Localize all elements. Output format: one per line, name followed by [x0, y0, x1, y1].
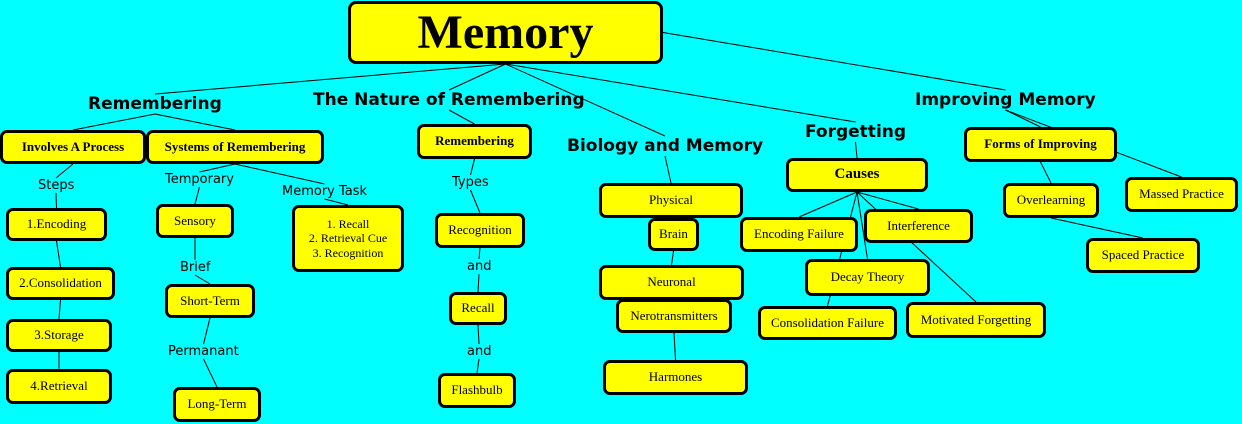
- node-physical[interactable]: Physical: [599, 183, 743, 218]
- label-memory-task: Memory Task: [282, 184, 368, 199]
- connector-line: [798, 191, 858, 218]
- connector-line: [194, 274, 211, 285]
- connector-line: [855, 141, 858, 159]
- label-and: and: [467, 344, 492, 359]
- connector-line: [203, 358, 218, 388]
- node-memory-task-list[interactable]: 1. Recall 2. Retrieval Cue 3. Recognitio…: [292, 205, 404, 272]
- node-decay-theory[interactable]: Decay Theory: [805, 259, 930, 296]
- connector-line: [673, 332, 676, 361]
- connector-line: [671, 250, 674, 266]
- node-short-term[interactable]: Short-Term: [165, 284, 255, 318]
- connector-line: [664, 155, 672, 184]
- connector-line: [856, 191, 919, 210]
- branch-heading-remembering: Remembering: [88, 94, 222, 114]
- connector-line: [477, 273, 480, 293]
- node-neuronal[interactable]: Neuronal: [599, 265, 744, 300]
- node-step-consolidation[interactable]: 2.Consolidation: [6, 267, 115, 300]
- node-nerotransmitters[interactable]: Nerotransmitters: [616, 299, 732, 333]
- connector-line: [470, 189, 481, 214]
- node-causes[interactable]: Causes: [786, 158, 928, 192]
- connector-line: [55, 163, 74, 179]
- connector-line: [476, 358, 480, 374]
- node-forms-of-improving[interactable]: Forms of Improving: [964, 127, 1117, 162]
- connector-line: [1040, 161, 1052, 184]
- connector-line: [1050, 217, 1144, 239]
- node-massed-practice[interactable]: Massed Practice: [1125, 177, 1238, 212]
- node-step-retrieval[interactable]: 4.Retrieval: [6, 369, 112, 404]
- node-motivated-forgetting[interactable]: Motivated Forgetting: [906, 302, 1046, 338]
- node-brain[interactable]: Brain: [648, 218, 699, 251]
- connector-line: [477, 324, 480, 345]
- node-spaced-practice[interactable]: Spaced Practice: [1086, 238, 1200, 273]
- node-consolidation-failure[interactable]: Consolidation Failure: [758, 306, 897, 340]
- connector-line: [324, 198, 349, 206]
- node-harmones[interactable]: Harmones: [603, 360, 748, 395]
- connector-line: [203, 317, 211, 345]
- node-interference[interactable]: Interference: [864, 209, 973, 243]
- connector-line: [505, 63, 666, 137]
- connector-line: [194, 186, 200, 205]
- label-temporary: Temporary: [165, 172, 234, 187]
- node-recall[interactable]: Recall: [449, 292, 507, 325]
- connector-line: [56, 240, 61, 268]
- label-permanant: Permanant: [168, 344, 239, 359]
- connector-line: [448, 63, 506, 91]
- connector-line: [662, 32, 1006, 91]
- label-types: Types: [452, 175, 489, 190]
- branch-heading-nature-of-remembering: The Nature of Remembering: [313, 90, 585, 110]
- connector-line: [505, 63, 856, 123]
- connector-line: [154, 63, 506, 95]
- connector-line: [448, 109, 475, 125]
- label-and: and: [467, 259, 492, 274]
- label-brief: Brief: [180, 260, 211, 275]
- node-involves-a-process[interactable]: Involves A Process: [0, 130, 146, 164]
- connector-line: [856, 191, 868, 260]
- connector-line: [58, 299, 61, 320]
- node-systems-of-remembering[interactable]: Systems of Remembering: [146, 130, 324, 164]
- connector-line: [470, 158, 475, 176]
- node-sensory[interactable]: Sensory: [156, 204, 234, 238]
- connector-line: [72, 113, 156, 131]
- node-step-storage[interactable]: 3.Storage: [6, 319, 112, 352]
- node-nature-remembering[interactable]: Remembering: [417, 124, 532, 159]
- node-overlearning[interactable]: Overlearning: [1003, 183, 1099, 218]
- root-node-memory[interactable]: Memory: [348, 1, 663, 64]
- branch-heading-biology-and-memory: Biology and Memory: [567, 136, 764, 156]
- connector-line: [154, 113, 236, 131]
- node-step-encoding[interactable]: 1.Encoding: [6, 208, 107, 241]
- node-encoding-failure[interactable]: Encoding Failure: [740, 217, 858, 252]
- node-flashbulb[interactable]: Flashbulb: [438, 373, 516, 408]
- node-long-term[interactable]: Long-Term: [173, 387, 261, 422]
- node-recognition[interactable]: Recognition: [435, 213, 525, 248]
- connector-line: [199, 163, 236, 173]
- connector-line: [234, 163, 325, 185]
- branch-heading-forgetting: Forgetting: [805, 122, 907, 142]
- connector-line: [55, 192, 57, 209]
- branch-heading-improving-memory: Improving Memory: [915, 90, 1096, 110]
- connector-line: [1005, 109, 1041, 128]
- label-steps: Steps: [38, 178, 75, 193]
- connector-line: [478, 247, 481, 260]
